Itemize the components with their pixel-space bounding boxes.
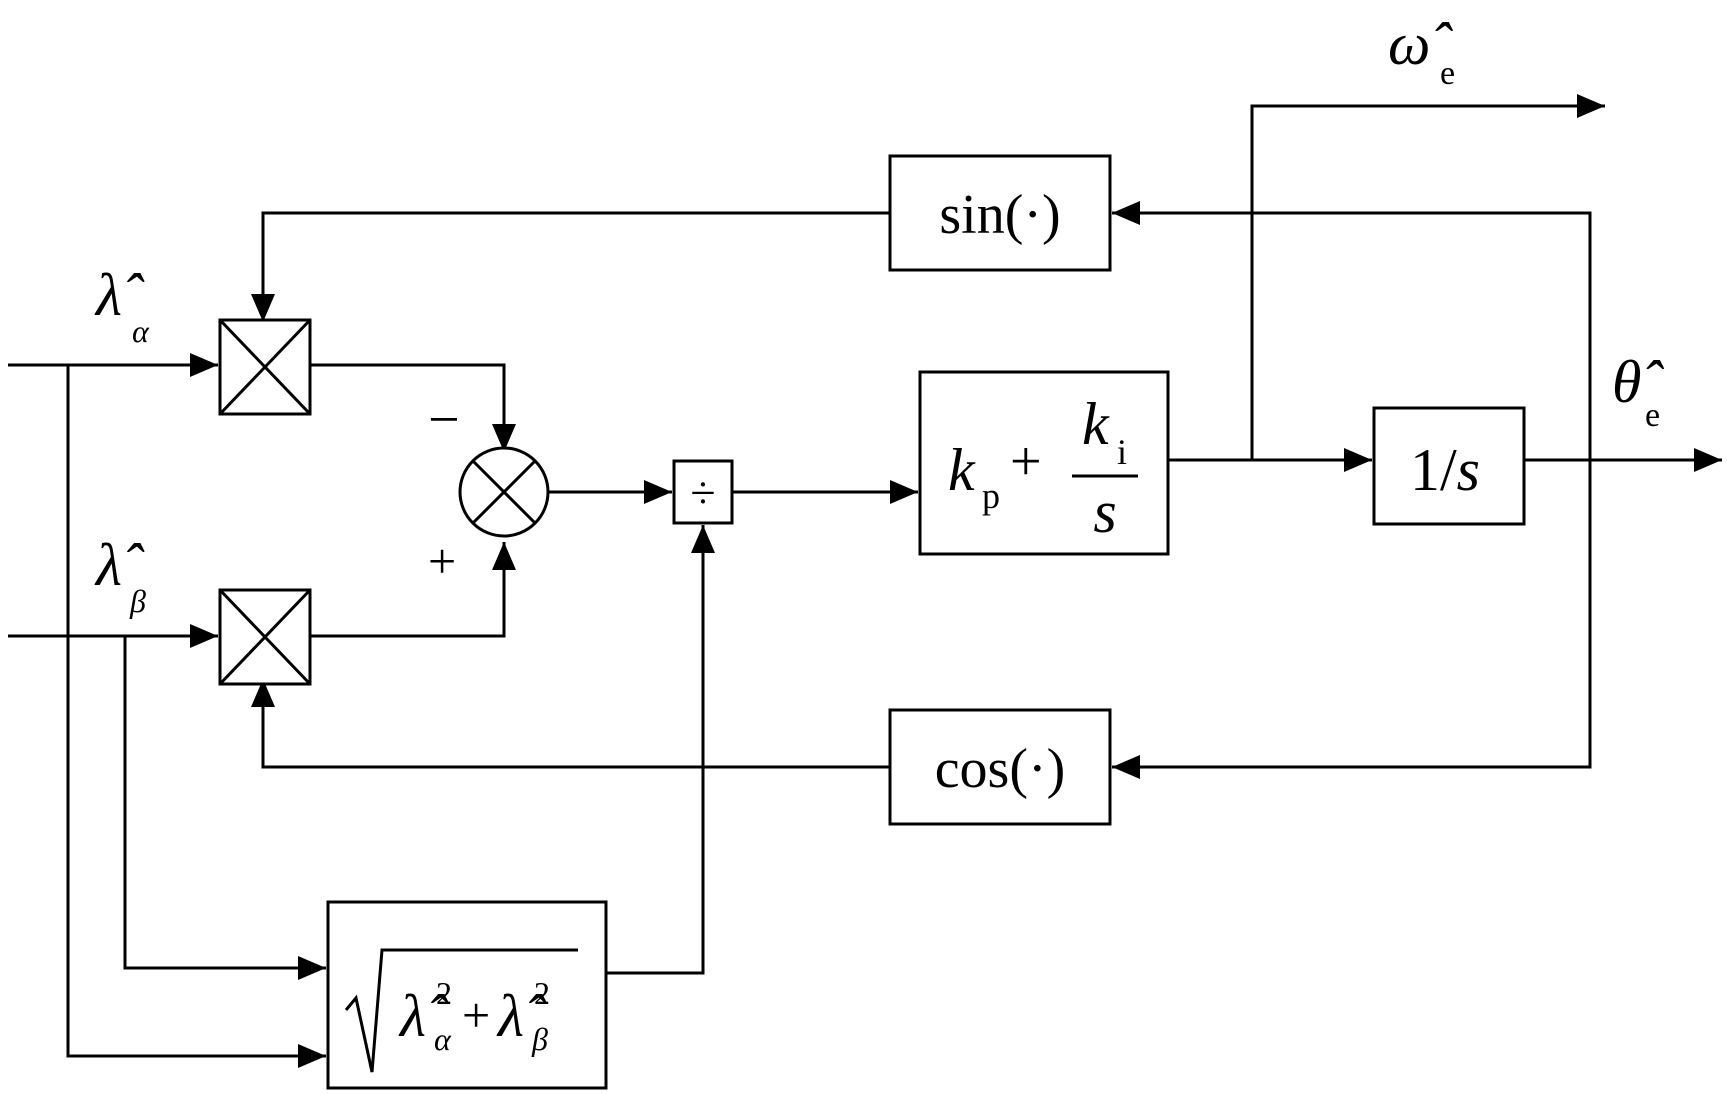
- pi-kp: k: [948, 437, 976, 503]
- pi-ki-sub: i: [1117, 432, 1127, 472]
- summer-minus-sign: −: [428, 389, 460, 451]
- pi-kp-sub: p: [982, 476, 1000, 516]
- multiplier-beta: [218, 588, 312, 686]
- summing-junction: [458, 446, 550, 538]
- multiplier-alpha: [218, 318, 312, 416]
- wire-sin-to-mult1: [251, 211, 890, 322]
- pi-plus: +: [1010, 431, 1042, 493]
- pi-controller-block: k p + k i s: [918, 370, 1170, 556]
- sqrt-radical-sign: [344, 948, 578, 1073]
- summer-plus-sign: +: [428, 533, 456, 589]
- sin-block: sin(·): [888, 154, 1112, 272]
- sqrt-plus: +: [462, 987, 490, 1043]
- wire-omega-out: [1250, 94, 1605, 460]
- wire-mult2-to-summer: [310, 542, 516, 638]
- wire-theta-to-sin: [1112, 201, 1592, 460]
- wire-alpha-to-sqrt: [66, 365, 326, 1068]
- theta-e-sub: e: [1645, 397, 1660, 434]
- integrator-block: 1/s: [1372, 406, 1526, 526]
- wire-cos-to-mult2: [251, 679, 890, 769]
- sqrt-sub-b: β: [531, 1021, 548, 1057]
- wires: [8, 94, 1722, 1068]
- sqrt-sup-a: 2: [436, 975, 452, 1011]
- wire-mult1-to-summer: [310, 363, 516, 452]
- omega-e-sub: e: [1440, 55, 1455, 92]
- sin-label: sin(·): [939, 184, 1060, 246]
- sqrt-block: λ̂ 2 α + λ̂ 2 β: [326, 900, 608, 1090]
- integrator-label: 1/s: [1410, 437, 1480, 503]
- sqrt-sub-a: α: [434, 1021, 452, 1057]
- cos-block: cos(·): [888, 708, 1112, 826]
- wire-beta-to-sqrt: [123, 636, 326, 980]
- signal-labels: λ̂ α λ̂ β ω̂ e θ̂ e − +: [94, 11, 1664, 619]
- cos-label: cos(·): [935, 738, 1066, 800]
- lambda-beta-sub: β: [129, 583, 146, 619]
- wire-sqrt-to-divider: [606, 525, 715, 975]
- wire-theta-to-cos: [1112, 460, 1592, 779]
- divider-symbol: ÷: [690, 467, 715, 518]
- pi-ki: k: [1082, 391, 1110, 457]
- sqrt-sup-b: 2: [534, 975, 550, 1011]
- lambda-alpha-sub: α: [132, 313, 150, 349]
- divider-block: ÷: [672, 459, 734, 525]
- pi-den: s: [1093, 479, 1116, 545]
